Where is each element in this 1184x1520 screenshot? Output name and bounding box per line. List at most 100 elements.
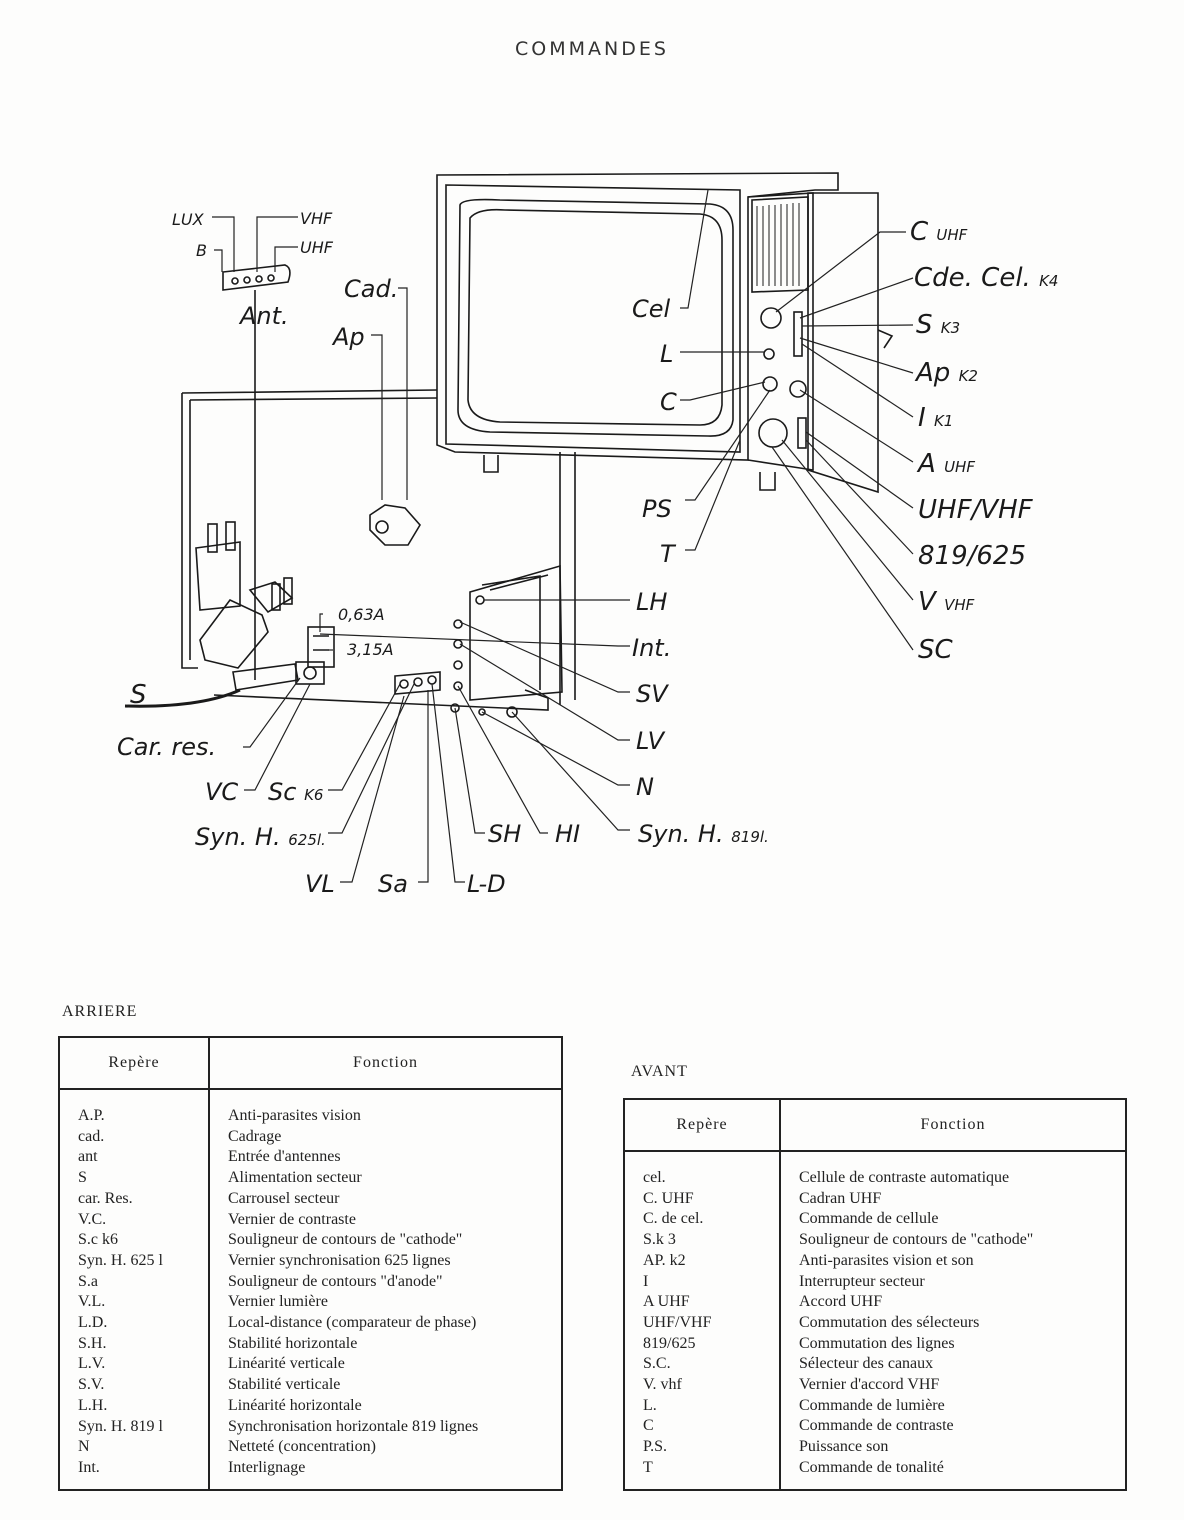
label-sh: SH	[488, 820, 521, 848]
label-fuse-315a: 3,15A	[347, 640, 394, 659]
vertical-board	[469, 564, 563, 701]
avant-header-fonction: Fonction	[779, 1099, 1126, 1152]
table-row: S.c k6 Souligneur de contours de "cathode…	[59, 1230, 562, 1251]
fonction-cell: Commande de contraste	[779, 1416, 1126, 1438]
arriere-table: Repère Fonction A.P.Anti-parasites visio…	[58, 1036, 563, 1491]
label-uhf-antenna: UHF	[300, 238, 334, 257]
fonction-cell: Vernier synchronisation 625 lignes	[208, 1250, 562, 1272]
repere-cell: cad.	[78, 1127, 105, 1145]
table-row: cel. Cellule de contraste automatique	[624, 1151, 1126, 1189]
repere-cell: AP. k2	[643, 1251, 686, 1269]
fonction-cell: Synchronisation horizontale 819 lignes	[208, 1416, 562, 1438]
fonction-cell: Vernier d'accord VHF	[779, 1375, 1126, 1396]
fonction-cell: Interrupteur secteur	[779, 1271, 1126, 1293]
fonction-cell: Linéarité verticale	[208, 1354, 562, 1376]
fonction-cell: Linéarité horizontale	[208, 1395, 562, 1417]
repere-cell: S.c k6	[78, 1231, 118, 1249]
fonction-cell: Local-distance (comparateur de phase)	[208, 1313, 562, 1334]
fonction-cell: Interlignage	[208, 1457, 562, 1490]
leader-lines	[212, 189, 914, 883]
label-car-res: Car. res.	[117, 733, 216, 761]
uhf-tuning-knob	[789, 380, 807, 398]
label-ap-k2: Ap K2	[914, 358, 978, 388]
table-row: L.Commande de lumière	[624, 1395, 1126, 1417]
fonction-cell: Vernier de contraste	[208, 1209, 562, 1231]
brightness-knob	[763, 348, 775, 360]
table-row: UHF/VHF Commutation des sélecteurs	[624, 1312, 1126, 1334]
fonction-cell: Souligneur de contours de "cathode"	[208, 1230, 562, 1251]
table-row: V.C. Vernier de contraste	[59, 1209, 562, 1231]
fonction-cell: Alimentation secteur	[208, 1168, 562, 1189]
contrast-knob	[762, 376, 778, 392]
repere-cell: T	[643, 1458, 653, 1476]
fonction-cell: Commande de cellule	[779, 1209, 1126, 1231]
table-row: L.D. Local-distance (comparateur de phase…	[59, 1313, 562, 1334]
label-c: C	[660, 388, 677, 416]
repere-cell: L.D.	[78, 1314, 108, 1332]
table-row: cad. Cadrage	[59, 1126, 562, 1148]
fonction-cell: Vernier lumière	[208, 1292, 562, 1314]
repere-cell: car. Res.	[78, 1189, 133, 1207]
label-ld: L-D	[467, 870, 506, 898]
label-syn-h-625: Syn. H. 625l.	[195, 823, 326, 851]
label-vhf-antenna: VHF	[300, 209, 333, 228]
label-uhf-vhf: UHF/VHF	[918, 495, 1034, 525]
table-row: C. de cel.Commande de cellule	[624, 1209, 1126, 1231]
repere-cell: Syn. H. 819 l	[78, 1417, 163, 1435]
table-row: S.H.Stabilité horizontale	[59, 1333, 562, 1355]
control-panel	[747, 192, 814, 471]
table-row: L.V. Linéarité verticale	[59, 1354, 562, 1376]
label-sa: Sa	[378, 870, 408, 898]
fonction-cell: Puissance son	[779, 1437, 1126, 1458]
table-row: AP. k2 Anti-parasites vision et son	[624, 1250, 1126, 1272]
label-sv: SV	[636, 680, 669, 708]
table-row: S Alimentation secteur	[59, 1168, 562, 1189]
label-int: Int.	[632, 634, 671, 662]
fonction-cell: Entrée d'antennes	[208, 1147, 562, 1169]
label-s-cable: S	[130, 680, 147, 710]
fonction-cell: Cadran UHF	[779, 1188, 1126, 1210]
label-cel: Cel	[632, 295, 671, 323]
fonction-cell: Anti-parasites vision et son	[779, 1250, 1126, 1272]
table-row: Syn. H. 819 l Synchronisation horizontale…	[59, 1416, 562, 1438]
repere-cell: Syn. H. 625 l	[78, 1251, 163, 1269]
repere-cell: ant	[78, 1148, 98, 1166]
mains-cable	[124, 688, 241, 708]
cabinet-door	[807, 192, 879, 494]
table-row: V.L. Vernier lumière	[59, 1292, 562, 1314]
repere-cell: UHF/VHF	[643, 1313, 712, 1331]
avant-table: Repère Fonction cel. Cellule de contraste…	[623, 1098, 1127, 1491]
label-cde-cel-k4: Cde. Cel. K4	[914, 263, 1058, 293]
label-hi: HI	[555, 820, 580, 848]
fonction-cell: Cellule de contraste automatique	[779, 1151, 1126, 1189]
label-v-vhf: V VHF	[918, 587, 975, 617]
repere-cell: V.C.	[78, 1210, 107, 1228]
label-lv: LV	[636, 727, 666, 755]
label-sc-right: SC	[918, 635, 954, 665]
avant-header-repere: Repère	[624, 1099, 780, 1152]
label-ap: Ap	[331, 323, 365, 351]
repere-cell: N	[78, 1438, 90, 1456]
table-row: A.P.Anti-parasites vision	[59, 1089, 562, 1127]
label-b: B	[196, 241, 207, 260]
repere-cell: A UHF	[643, 1293, 690, 1311]
repere-cell: L.V.	[78, 1355, 106, 1373]
repere-cell: V.L.	[78, 1293, 106, 1311]
label-l: L	[660, 340, 673, 368]
arriere-header-repere: Repère	[59, 1037, 209, 1090]
fonction-cell: Commutation des sélecteurs	[779, 1312, 1126, 1334]
repere-cell: S	[78, 1169, 87, 1187]
fonction-cell: Cadrage	[208, 1126, 562, 1148]
repere-cell: S.a	[78, 1272, 98, 1290]
label-ant: Ant.	[238, 302, 289, 330]
table-row: S.V.Stabilité verticale	[59, 1375, 562, 1396]
repere-cell: I	[643, 1272, 649, 1290]
fonction-cell: Commutation des lignes	[779, 1333, 1126, 1355]
label-s-k3: S K3	[916, 310, 960, 340]
repere-cell: cel.	[643, 1169, 666, 1186]
repere-cell: L.	[643, 1396, 657, 1414]
